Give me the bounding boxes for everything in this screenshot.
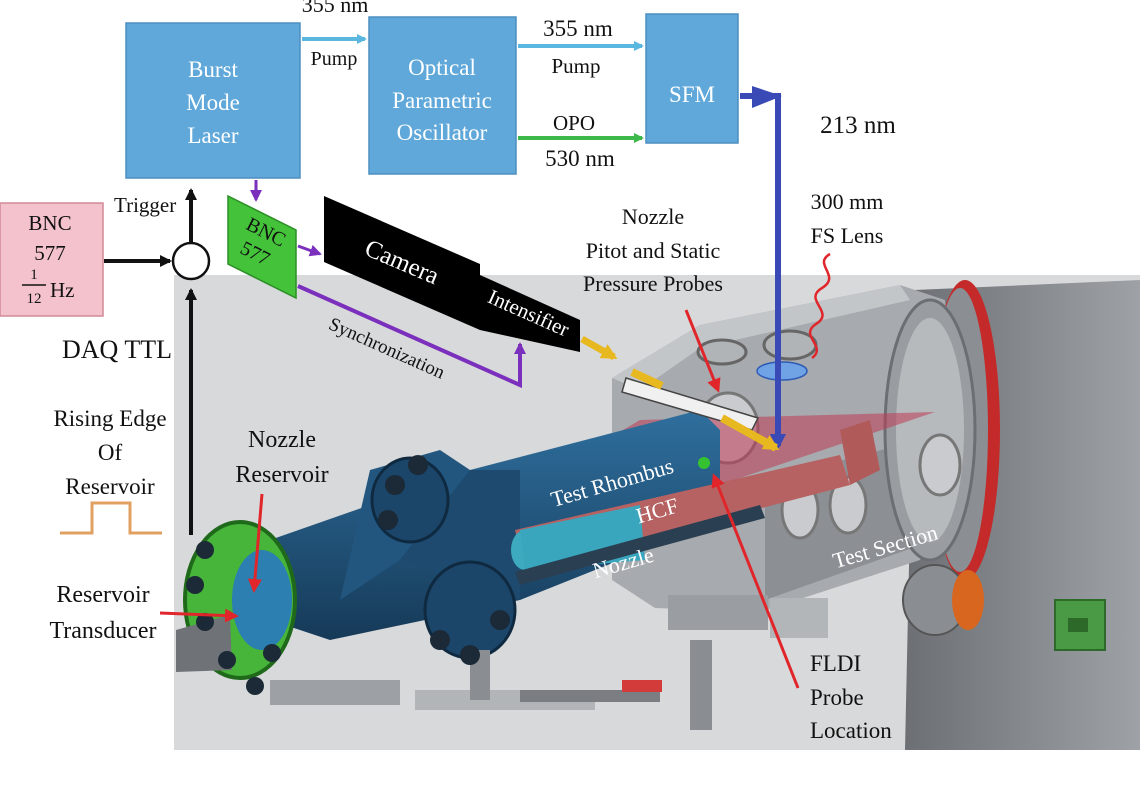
bnc-left-model: 577 — [34, 241, 66, 265]
fs-lens — [756, 361, 808, 381]
or-junction — [171, 241, 211, 281]
sfm-label: SFM — [669, 82, 715, 107]
cad-render: Test Rhombus HCF Nozzle Test Section — [174, 275, 1140, 750]
probes-label-line-3: Pressure Probes — [583, 271, 723, 296]
trigger-label: Trigger — [114, 193, 176, 217]
rising-edge-line-1: Rising Edge — [53, 406, 166, 431]
opo-line-3: Oscillator — [397, 120, 488, 145]
freq-numerator: 1 — [30, 267, 38, 283]
probes-pointer-arrow — [684, 309, 721, 393]
laser-line-3: Laser — [187, 123, 238, 148]
bnc-577-generator: BNC 577 1 12 Hz — [0, 202, 104, 317]
probes-label-line-2: Pitot and Static — [586, 238, 721, 263]
nozzle-reservoir-label-2: Reservoir — [235, 462, 328, 488]
top-wavelength-label: 355 nm — [302, 0, 369, 17]
freq-denominator: 12 — [27, 291, 42, 307]
fldi-pointer — [711, 473, 800, 689]
bnc-577-sync-box: BNC 577 — [227, 194, 297, 300]
sfm-block: SFM — [645, 13, 739, 144]
synchronization-line — [297, 284, 526, 389]
opo-label: OPO — [553, 111, 595, 135]
bnc-left-title: BNC — [28, 211, 71, 235]
laser-line-1: Burst — [188, 57, 238, 82]
rising-edge-line-3: Reservoir — [65, 474, 155, 499]
nozzle-assembly — [176, 410, 880, 730]
fldi-label-3: Location — [810, 718, 892, 743]
camera-beam-inside-2 — [720, 414, 780, 452]
opo-block: Optical Parametric Oscillator — [368, 16, 517, 175]
lens-label-line-2: FS Lens — [811, 223, 884, 248]
laser-line-2: Mode — [186, 90, 240, 115]
pump-label: Pump — [551, 54, 600, 78]
nozzle-reservoir-pointer — [247, 493, 264, 593]
camera-to-chamber-beam — [580, 335, 618, 361]
opo-line-1: Optical — [408, 55, 476, 80]
transducer-label-1: Reservoir — [56, 582, 149, 608]
probes-label-line-1: Nozzle — [622, 204, 684, 229]
pump-wavelength-label: 355 nm — [543, 16, 613, 41]
top-pump-label: Pump — [311, 48, 358, 70]
transducer-label-2: Transducer — [49, 618, 156, 644]
bnc-to-camera-line — [297, 244, 322, 257]
fldi-label-1: FLDI — [810, 651, 861, 676]
rising-edge-line-2: Of — [98, 440, 123, 465]
nozzle-reservoir-label-1: Nozzle — [248, 427, 316, 453]
transducer-pointer — [159, 608, 239, 623]
output-wavelength-label: 213 nm — [820, 112, 896, 139]
lens-pointer-squiggle — [808, 252, 831, 359]
fldi-label-2: Probe — [810, 685, 864, 710]
camera-beam-inside-1 — [630, 368, 664, 390]
fldi-probe-point — [698, 457, 710, 469]
rising-edge-pulse-icon — [60, 501, 162, 535]
freq-unit: Hz — [50, 278, 75, 302]
burst-mode-laser-block: Burst Mode Laser — [125, 22, 301, 179]
daq-ttl-label: DAQ TTL — [62, 335, 172, 364]
opo-wavelength-label: 530 nm — [545, 146, 615, 171]
opo-line-2: Parametric — [392, 88, 492, 113]
lens-label-line-1: 300 mm — [811, 189, 884, 214]
camera-block: Camera — [324, 196, 480, 330]
